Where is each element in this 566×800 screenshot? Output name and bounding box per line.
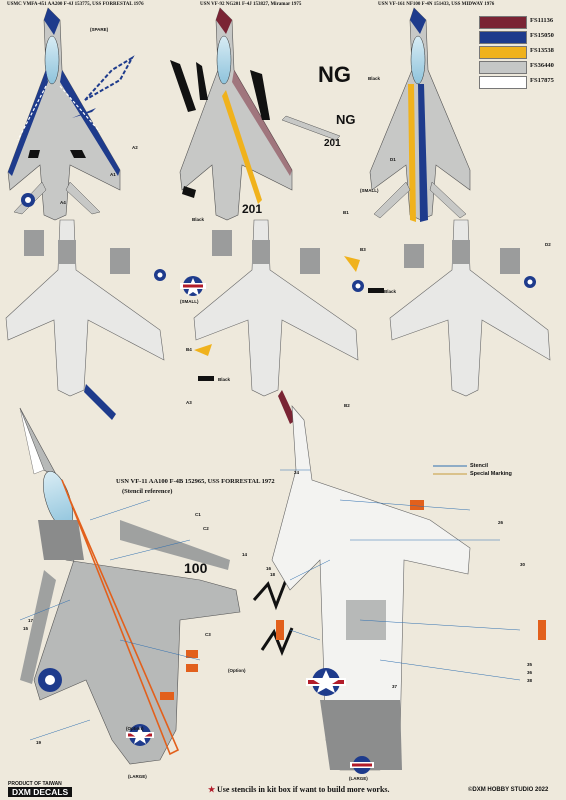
large-insignia-label-2: (LARGE) <box>349 776 368 781</box>
made-in-label: PRODUCT OF TAIWAN <box>8 781 62 787</box>
callout-24: 24 <box>294 470 300 475</box>
brand-logo: DXM DECALS <box>8 787 73 797</box>
black-label-2: Black <box>192 217 205 222</box>
option-label-2: (Option) <box>126 726 144 731</box>
top-view-vf92 <box>170 7 341 221</box>
top-view-vf11 <box>19 407 294 765</box>
black-label-1: Black <box>368 76 381 81</box>
callout-14: 14 <box>242 552 248 557</box>
stencil-reference-view <box>19 405 546 774</box>
special-marking-legend-text: Special Marking <box>470 471 512 477</box>
stencil-legend-text: Stencil <box>470 463 489 469</box>
color-code-fs11136: FS11136 <box>530 17 554 24</box>
small-insignia-label-1: (SMALL) <box>360 188 379 193</box>
caption-vmfa451: USMC VMFA-451 AA200 F-4J 153775, USS FOR… <box>7 2 144 7</box>
callout-16: 16 <box>266 566 272 571</box>
caption-vf92: USN VF-92 NG201 F-4J 153827, Miramar 197… <box>200 2 302 7</box>
number-201-large: 201 <box>242 202 263 216</box>
caption-vf161: USN VF-161 NF100 F-4N 151433, USS MIDWAY… <box>378 2 495 7</box>
callout-d2: D2 <box>545 242 551 247</box>
color-code-fs17875: FS17875 <box>530 77 554 84</box>
color-code-fs36440: FS36440 <box>530 62 554 69</box>
callout-37: 37 <box>392 684 398 689</box>
callout-35: 35 <box>527 662 533 667</box>
callout-a2: A2 <box>132 145 138 150</box>
black-label-3: Black <box>384 289 397 294</box>
callout-d1: D1 <box>390 157 396 162</box>
callout-26: 26 <box>498 520 504 525</box>
callout-18: 18 <box>270 572 276 577</box>
caption-vf11: USN VF-11 AA100 F-4B 152965, USS FORREST… <box>116 478 275 485</box>
callout-b3: B3 <box>360 247 366 252</box>
caption-stencil-reference: (Stencil reference) <box>122 488 173 495</box>
color-code-fs13538: FS13538 <box>530 47 554 54</box>
callout-b2: B2 <box>344 403 350 408</box>
callout-a1: A1 <box>110 172 116 177</box>
bottom-view-2 <box>193 219 384 424</box>
callout-15: 15 <box>23 626 29 631</box>
black-label-4: Black <box>218 377 231 382</box>
number-100-marking: 100 <box>184 560 208 576</box>
callout-a4: A4 <box>60 200 66 205</box>
top-view-vf161 <box>369 7 471 222</box>
callout-c2: C2 <box>203 526 209 531</box>
bottom-view-3 <box>389 219 551 397</box>
color-chip-fs15050 <box>479 31 527 44</box>
callout-b4: B4 <box>186 347 192 352</box>
small-insignia-label-2: (SMALL) <box>180 299 199 304</box>
callout-30: 30 <box>520 562 526 567</box>
color-chip-fs13538 <box>479 46 527 59</box>
callout-19: 19 <box>36 740 42 745</box>
star-icon: ★ <box>208 785 216 794</box>
callout-c1: C1 <box>195 512 201 517</box>
top-view-vmfa451 <box>7 7 135 221</box>
callout-a3: A3 <box>186 400 192 405</box>
callout-38: 38 <box>527 678 533 683</box>
bottom-view-1 <box>5 219 206 420</box>
number-201-small: 201 <box>324 138 341 149</box>
color-code-fs15050: FS15050 <box>530 32 554 39</box>
ng-marking-large: NG <box>318 62 351 87</box>
callout-36: 36 <box>527 670 533 675</box>
ng-marking-small: NG <box>336 112 356 127</box>
color-chip-fs17875 <box>479 76 527 89</box>
large-insignia-label-1: (LARGE) <box>128 774 147 779</box>
option-label-1: (Option) <box>228 668 246 673</box>
stencil-note: Use stencils in kit box if want to build… <box>217 785 390 794</box>
spare-label: (SPARE) <box>90 27 109 32</box>
callout-c3: C3 <box>205 632 211 637</box>
callout-17: 17 <box>28 618 34 623</box>
copyright-label: ©DXM HOBBY STUDIO 2022 <box>468 787 549 793</box>
color-chip-fs11136 <box>479 16 527 29</box>
callout-b1: B1 <box>343 210 349 215</box>
color-chip-fs36440 <box>479 61 527 74</box>
